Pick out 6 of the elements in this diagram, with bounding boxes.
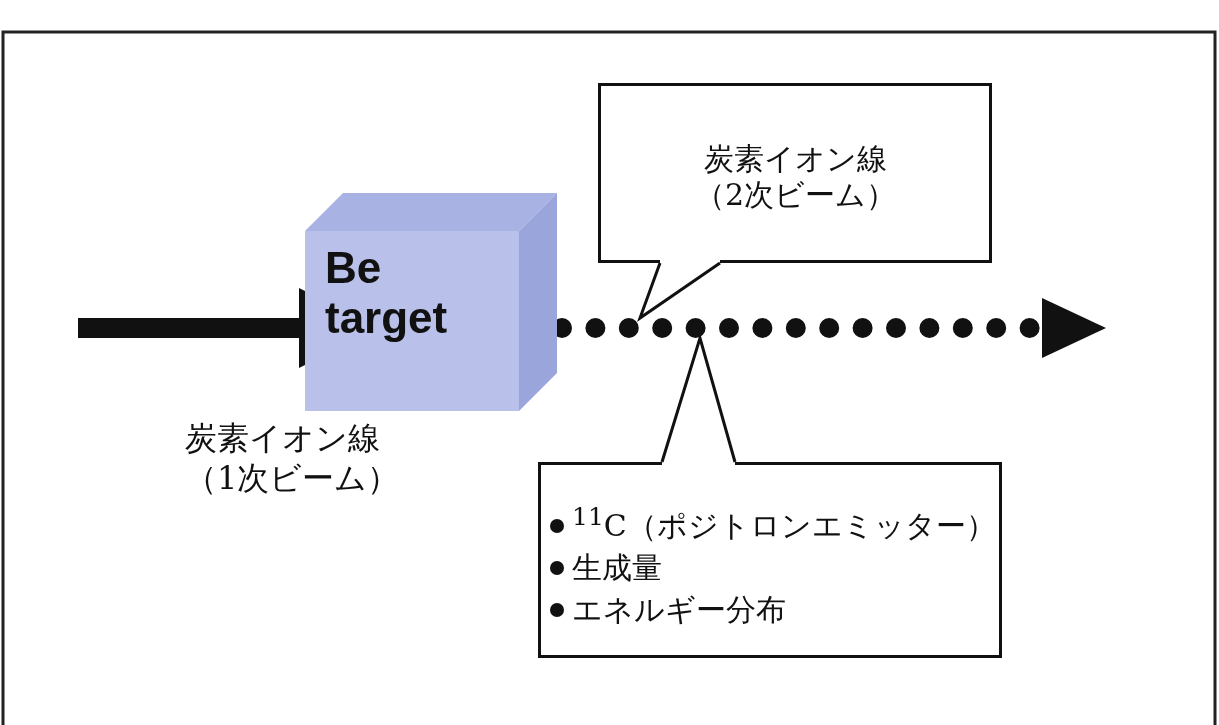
callout-text: 炭素イオン線（2次ビーム）	[693, 141, 898, 213]
bullet-text: エネルギー分布	[572, 592, 786, 627]
target-label: Be target	[325, 243, 449, 343]
beam-label: 炭素イオン線（1次ビーム）	[185, 418, 401, 498]
bullet-text: 生成量	[572, 550, 662, 585]
bullet-text: $^{11}$C（ポジトロンエミッター）	[572, 508, 996, 543]
